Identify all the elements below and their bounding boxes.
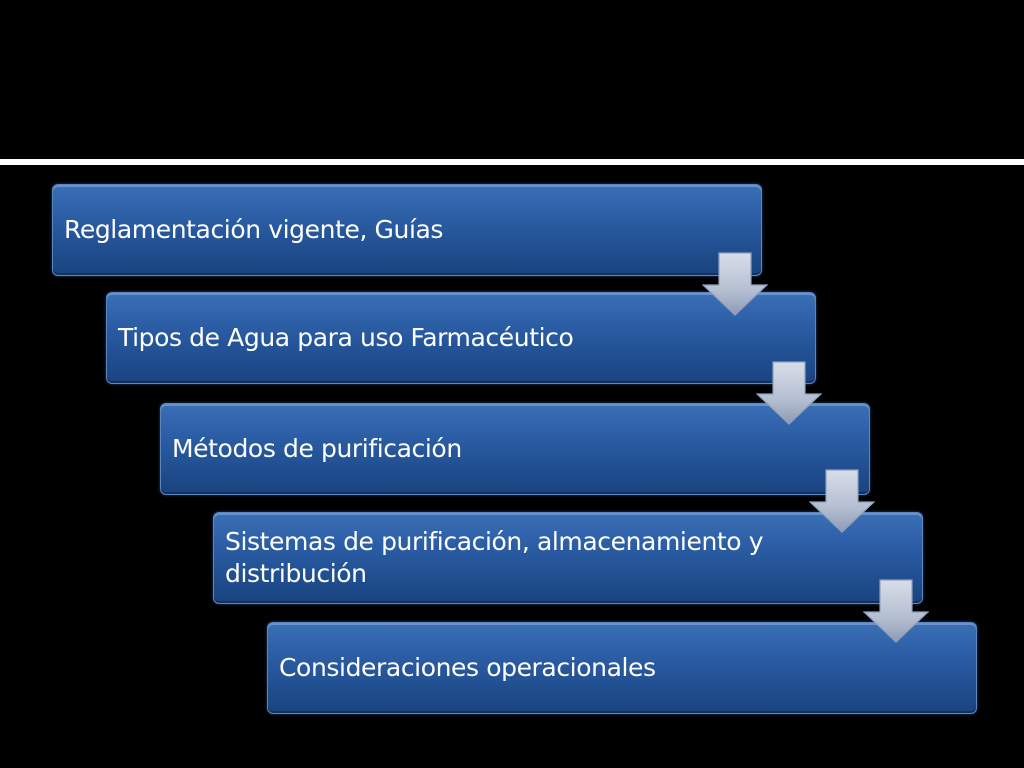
process-step-1-label: Reglamentación vigente, Guías bbox=[64, 215, 444, 244]
process-step-1: Reglamentación vigente, Guías bbox=[52, 184, 762, 276]
down-arrow-icon bbox=[863, 579, 929, 643]
process-step-2: Tipos de Agua para uso Farmacéutico bbox=[106, 292, 816, 384]
down-arrow-icon bbox=[702, 252, 768, 316]
process-step-5: Consideraciones operacionales bbox=[267, 622, 977, 714]
down-arrow-icon bbox=[756, 361, 822, 425]
process-step-5-label: Consideraciones operacionales bbox=[279, 653, 656, 682]
process-step-4: Sistemas de purificación, almacenamiento… bbox=[213, 512, 923, 604]
title-divider-line bbox=[0, 159, 1024, 165]
process-step-3-label: Métodos de purificación bbox=[172, 434, 462, 463]
process-step-4-label: Sistemas de purificación, almacenamiento… bbox=[225, 527, 764, 588]
process-step-3: Métodos de purificación bbox=[160, 403, 870, 495]
process-step-2-label: Tipos de Agua para uso Farmacéutico bbox=[118, 323, 574, 352]
down-arrow-icon bbox=[809, 469, 875, 533]
